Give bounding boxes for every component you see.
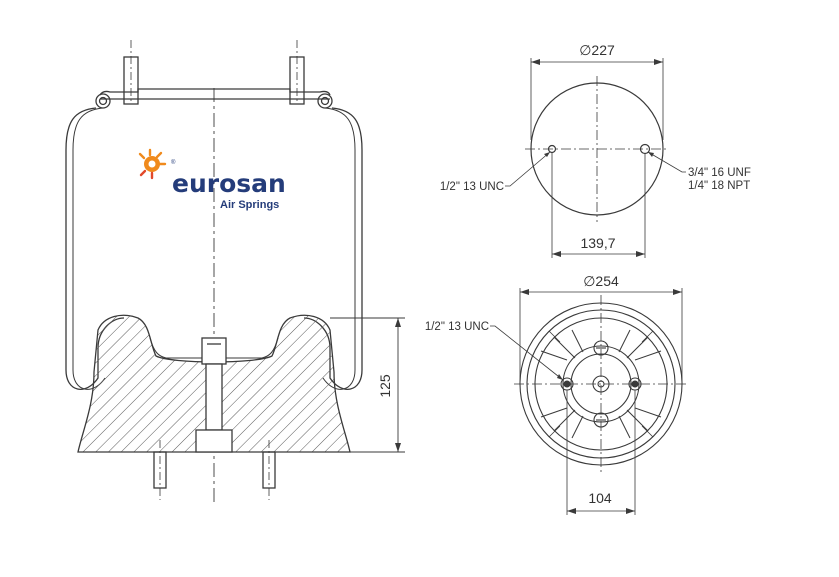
top-stud-spacing-label: 139,7 — [580, 235, 615, 251]
leader-top-left — [505, 151, 551, 187]
top-left-thread-note: 1/2" 13 UNC — [440, 181, 504, 193]
bead-ring-right — [317, 93, 333, 109]
top-hole-right — [639, 143, 651, 155]
height-dim-label: 125 — [377, 374, 393, 398]
eurosan-logo: ® eurosan Air Springs — [138, 148, 286, 211]
top-stud-left — [123, 56, 139, 105]
logo-mark-icon — [138, 148, 167, 180]
leader-top-right — [647, 151, 686, 173]
top-hole-left — [547, 144, 557, 154]
piston-bottom-view — [490, 288, 688, 515]
brand-name: eurosan — [172, 169, 286, 198]
registered-mark: ® — [171, 159, 176, 166]
leader-piston-thread — [490, 325, 564, 381]
side-section-view — [65, 40, 405, 506]
bead-ring-left — [95, 93, 111, 109]
center-bolt-shaft — [205, 363, 223, 431]
top-stud-right — [289, 56, 305, 105]
center-bolt-head — [201, 337, 227, 365]
top-plate — [99, 88, 331, 100]
top-right-thread-note-1: 3/4" 16 UNF — [688, 167, 751, 179]
piston-diameter-label: ∅254 — [583, 273, 619, 289]
top-plate-view — [505, 58, 686, 258]
piston-stud-spacing-label: 104 — [588, 490, 612, 506]
top-diameter-label: ∅227 — [579, 42, 615, 58]
center-bolt-nut — [195, 429, 233, 453]
piston-thread-note: 1/2" 13 UNC — [425, 321, 489, 333]
top-right-thread-note-2: 1/4" 18 NPT — [688, 180, 750, 192]
brand-tagline: Air Springs — [220, 199, 279, 211]
